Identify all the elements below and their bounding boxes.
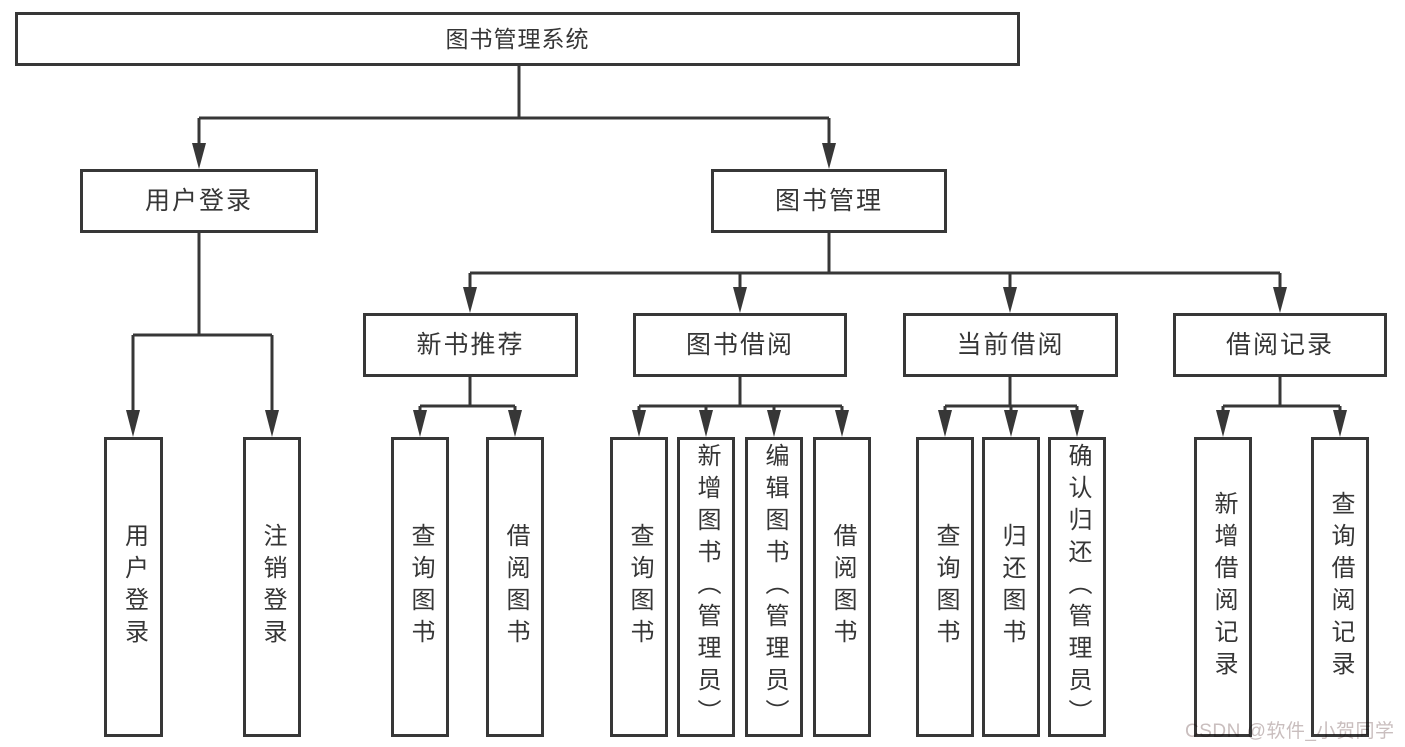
leaf-query-borrow-record: 查询借阅记录 [1311, 437, 1369, 737]
arrow-head-icon [1333, 410, 1347, 437]
leaf-confirm-return-admin: 确认归还（管理员） [1048, 437, 1106, 737]
arrow-head-icon [835, 410, 849, 437]
node-new-book-recommend: 新书推荐 [363, 313, 578, 377]
arrow-head-icon [1273, 287, 1287, 313]
arrow-head-icon [822, 143, 836, 169]
arrow-head-icon [767, 410, 781, 437]
arrow-head-icon [265, 410, 279, 437]
arrow-head-icon [1070, 410, 1084, 437]
arrow-head-icon [463, 287, 477, 313]
node-current-borrow: 当前借阅 [903, 313, 1118, 377]
leaf-add-borrow-record: 新增借阅记录 [1194, 437, 1252, 737]
leaf-query-books-current: 查询图书 [916, 437, 974, 737]
node-user-login: 用户登录 [80, 169, 318, 233]
leaf-borrow-books-recommend: 借阅图书 [486, 437, 544, 737]
leaf-add-books-admin: 新增图书（管理员） [677, 437, 735, 737]
arrow-head-icon [733, 287, 747, 313]
leaf-logout: 注销登录 [243, 437, 301, 737]
leaf-edit-books-admin: 编辑图书（管理员） [745, 437, 803, 737]
arrow-head-icon [192, 143, 206, 169]
node-book-borrow: 图书借阅 [633, 313, 847, 377]
arrow-head-icon [938, 410, 952, 437]
node-book-management: 图书管理 [711, 169, 947, 233]
watermark-text: CSDN @软件_小贺同学 [1185, 721, 1395, 742]
arrow-head-icon [126, 410, 140, 437]
arrow-head-icon [632, 410, 646, 437]
arrow-head-icon [1003, 287, 1017, 313]
node-borrow-records: 借阅记录 [1173, 313, 1387, 377]
leaf-query-books-borrow: 查询图书 [610, 437, 668, 737]
arrow-head-icon [1004, 410, 1018, 437]
leaf-query-books-recommend: 查询图书 [391, 437, 449, 737]
arrow-heads [126, 143, 1347, 437]
arrow-head-icon [413, 410, 427, 437]
leaf-borrow-books: 借阅图书 [813, 437, 871, 737]
leaf-user-login: 用户登录 [104, 437, 163, 737]
leaf-return-books: 归还图书 [982, 437, 1040, 737]
arrow-head-icon [699, 410, 713, 437]
arrow-head-icon [1216, 410, 1230, 437]
arrow-head-icon [508, 410, 522, 437]
node-root-system: 图书管理系统 [15, 12, 1020, 66]
